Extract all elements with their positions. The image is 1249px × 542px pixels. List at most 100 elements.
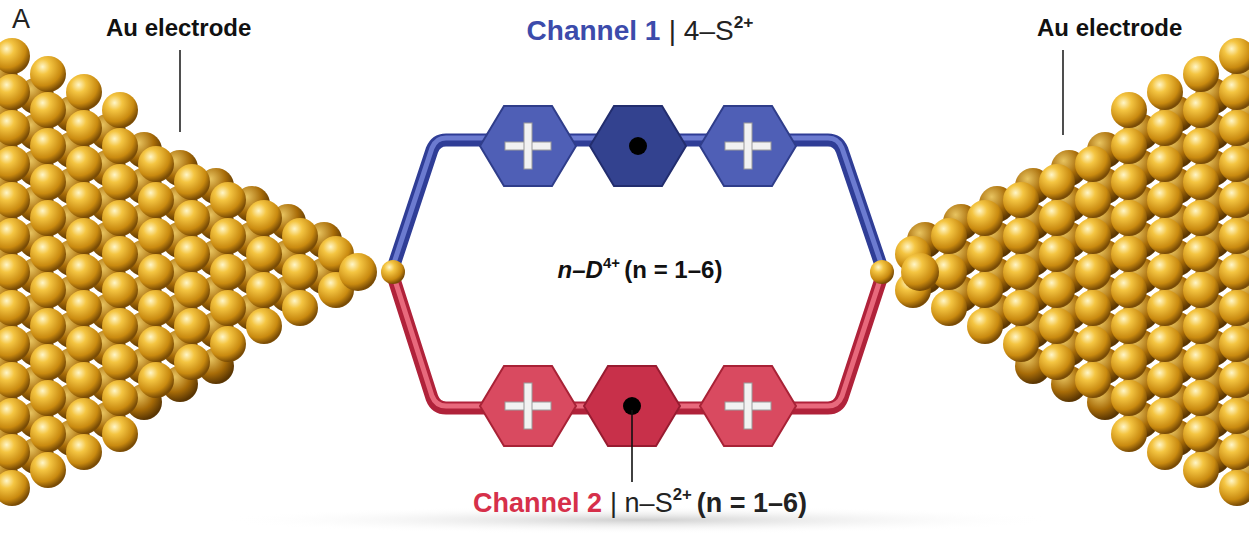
gold-atom bbox=[1147, 110, 1183, 146]
gold-atom bbox=[1147, 362, 1183, 398]
gold-atom bbox=[1147, 182, 1183, 218]
center-dot bbox=[629, 137, 647, 155]
plus-sign bbox=[525, 403, 531, 409]
text-row: A bbox=[12, 4, 30, 35]
gold-atom bbox=[246, 200, 282, 236]
plus-sign bbox=[505, 402, 551, 410]
gold-atom bbox=[1111, 164, 1147, 200]
gold-atom bbox=[30, 308, 66, 344]
gold-atom bbox=[1111, 380, 1147, 416]
gold-atom bbox=[1219, 326, 1249, 362]
gold-atom bbox=[1183, 236, 1219, 272]
gold-atom bbox=[1075, 182, 1111, 218]
plus-sign bbox=[725, 402, 771, 410]
gold-atom bbox=[0, 362, 30, 398]
gold-atom bbox=[1039, 236, 1075, 272]
gold-atom bbox=[1111, 128, 1147, 164]
channel-name: Channel 2 bbox=[473, 488, 602, 519]
gold-atom bbox=[30, 200, 66, 236]
gold-atom bbox=[967, 308, 1003, 344]
gold-atom bbox=[138, 326, 174, 362]
gold-atom bbox=[1075, 326, 1111, 362]
gold-atom bbox=[282, 254, 318, 290]
gold-atom bbox=[1183, 56, 1219, 92]
gold-atom bbox=[246, 308, 282, 344]
gold-atom bbox=[1219, 470, 1249, 506]
gold-atom bbox=[174, 200, 210, 236]
gold-atom bbox=[66, 362, 102, 398]
hexagon-unit bbox=[480, 366, 576, 446]
gold-atom bbox=[0, 182, 30, 218]
gold-atom bbox=[66, 110, 102, 146]
channel-name: Channel 1 bbox=[527, 15, 661, 47]
gold-atom bbox=[1219, 110, 1249, 146]
plus-sign bbox=[524, 383, 532, 429]
gold-atom bbox=[174, 164, 210, 200]
gold-atom bbox=[174, 236, 210, 272]
gold-atom bbox=[246, 236, 282, 272]
gold-atom bbox=[1147, 218, 1183, 254]
apex-atom bbox=[901, 253, 939, 291]
gold-atom bbox=[1111, 200, 1147, 236]
gold-atom bbox=[102, 344, 138, 380]
text-row: Channel 1| 4–S2+ bbox=[527, 15, 754, 47]
anchor-atom bbox=[870, 260, 894, 284]
gold-atom bbox=[1111, 272, 1147, 308]
gold-atom bbox=[102, 308, 138, 344]
gold-atom bbox=[1075, 218, 1111, 254]
gold-atom bbox=[66, 434, 102, 470]
gold-atom bbox=[1219, 362, 1249, 398]
gold-atom bbox=[1111, 344, 1147, 380]
gold-atom bbox=[282, 218, 318, 254]
charge-superscript: 2+ bbox=[734, 12, 754, 33]
gold-atom bbox=[0, 74, 30, 110]
gold-atom bbox=[138, 146, 174, 182]
gold-atom bbox=[931, 290, 967, 326]
gold-atom bbox=[138, 254, 174, 290]
gold-atom bbox=[1183, 272, 1219, 308]
gold-atom bbox=[0, 218, 30, 254]
gold-atom bbox=[931, 218, 967, 254]
gold-atom bbox=[174, 344, 210, 380]
gold-atom bbox=[1219, 398, 1249, 434]
gold-atom bbox=[1039, 164, 1075, 200]
gold-atom bbox=[0, 326, 30, 362]
plus-sign bbox=[525, 143, 531, 149]
gold-atom bbox=[30, 452, 66, 488]
gold-atom bbox=[1111, 236, 1147, 272]
gold-atom bbox=[66, 254, 102, 290]
plus-sign bbox=[745, 403, 751, 409]
gold-atom bbox=[102, 200, 138, 236]
gold-atom bbox=[1219, 434, 1249, 470]
channel-range: (n = 1–6) bbox=[697, 488, 807, 519]
gold-atom bbox=[1183, 380, 1219, 416]
gold-atom bbox=[1183, 164, 1219, 200]
dimer-name: n–D bbox=[558, 256, 603, 284]
plus-sign bbox=[744, 383, 752, 429]
gold-atom bbox=[102, 236, 138, 272]
gold-atom bbox=[66, 74, 102, 110]
plus-sign bbox=[524, 123, 532, 169]
gold-atom bbox=[1183, 308, 1219, 344]
gold-atom bbox=[30, 272, 66, 308]
gold-atom bbox=[102, 416, 138, 452]
gold-atom bbox=[1147, 434, 1183, 470]
panel-letter: A bbox=[12, 4, 30, 35]
gold-atom bbox=[102, 380, 138, 416]
gold-atom bbox=[1003, 182, 1039, 218]
gold-atom bbox=[0, 38, 30, 74]
text-row: Au electrode bbox=[1034, 14, 1185, 42]
gold-atom bbox=[1219, 182, 1249, 218]
gold-atom bbox=[66, 398, 102, 434]
gold-atom bbox=[1039, 200, 1075, 236]
hexagon-unit bbox=[480, 106, 576, 186]
gold-atom bbox=[30, 416, 66, 452]
gold-atom bbox=[66, 326, 102, 362]
gold-atom bbox=[967, 272, 1003, 308]
gold-atom bbox=[30, 164, 66, 200]
gold-atom bbox=[1147, 74, 1183, 110]
apex-atom bbox=[339, 253, 377, 291]
gold-atom bbox=[1219, 290, 1249, 326]
gold-atom bbox=[210, 290, 246, 326]
gold-atom bbox=[138, 218, 174, 254]
